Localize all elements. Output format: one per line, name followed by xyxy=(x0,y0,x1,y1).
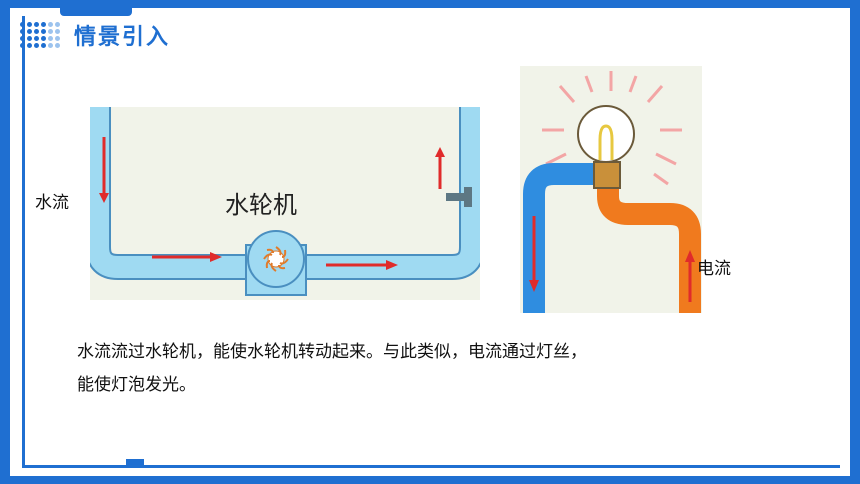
dot xyxy=(20,22,25,27)
light-rays-icon xyxy=(542,71,682,186)
dot xyxy=(55,36,60,41)
top-tab-decoration xyxy=(60,8,132,16)
dot xyxy=(41,43,46,48)
dot xyxy=(20,36,25,41)
turbine-wheel-icon xyxy=(263,246,289,272)
dot xyxy=(55,43,60,48)
machine-label: 水轮机 xyxy=(225,191,297,219)
description-line-1: 水流流过水轮机，能使水轮机转动起来。与此类似，电流通过灯丝， xyxy=(77,342,587,362)
dot xyxy=(48,29,53,34)
description-line-2: 能使灯泡发光。 xyxy=(77,375,196,395)
dot xyxy=(55,29,60,34)
dot xyxy=(48,36,53,41)
dot xyxy=(27,43,32,48)
dot xyxy=(41,22,46,27)
page-title: 情景引入 xyxy=(74,25,171,50)
dot xyxy=(27,22,32,27)
dot xyxy=(20,43,25,48)
dots-decoration-icon xyxy=(20,22,64,54)
water-turbine-diagram: 水轮机 xyxy=(90,107,480,300)
bulb-circuit-diagram xyxy=(520,66,702,313)
dot xyxy=(55,22,60,27)
dot xyxy=(20,29,25,34)
dot xyxy=(27,36,32,41)
description-text: 水流流过水轮机，能使水轮机转动起来。与此类似，电流通过灯丝， 能使灯泡发光。 xyxy=(77,336,777,402)
content-border xyxy=(22,16,840,468)
dot xyxy=(34,43,39,48)
dot xyxy=(48,22,53,27)
dot xyxy=(34,29,39,34)
dot xyxy=(34,36,39,41)
dot xyxy=(41,36,46,41)
current-label: 电流 xyxy=(697,259,731,279)
water-flow-label: 水流 xyxy=(35,193,69,213)
dot xyxy=(41,29,46,34)
dot xyxy=(48,43,53,48)
dot xyxy=(34,22,39,27)
dot xyxy=(27,29,32,34)
bottom-decoration xyxy=(126,459,144,468)
